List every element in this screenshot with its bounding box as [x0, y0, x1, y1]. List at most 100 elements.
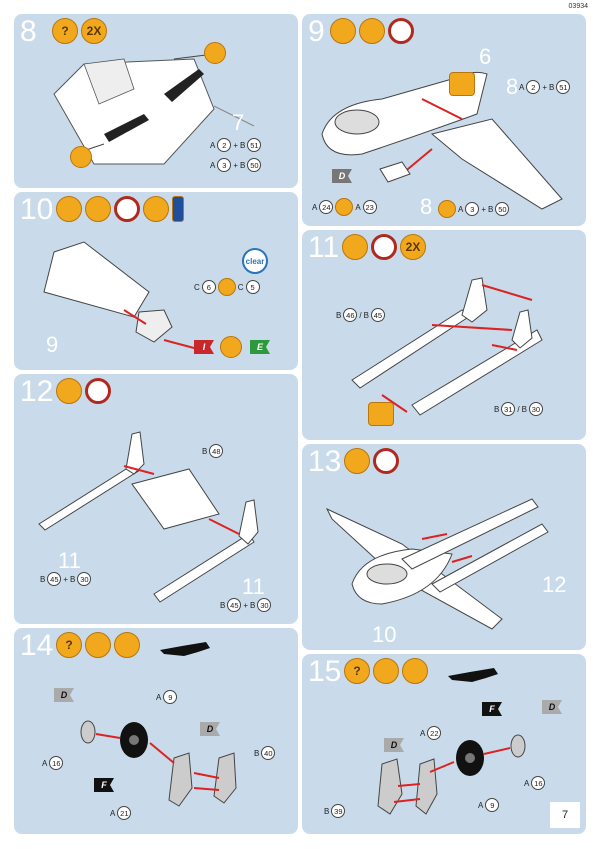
- glue-bottle-icon: [172, 196, 184, 222]
- brush-icon: [85, 632, 111, 658]
- brush-icon: [438, 200, 456, 218]
- clock-icon: [373, 448, 399, 474]
- brush-icon: [56, 378, 82, 404]
- step-number: 11: [308, 231, 340, 264]
- step-number: 14: [20, 629, 54, 662]
- part-callout: 9: [46, 332, 59, 357]
- brush-icon: [330, 18, 356, 44]
- part-callout: 8: [420, 194, 433, 219]
- step-icons: [56, 378, 111, 404]
- brush-icon: [220, 336, 242, 358]
- brush-icon: [70, 146, 92, 168]
- part-callout: 10: [372, 622, 397, 647]
- decal-flag-f: F: [94, 778, 114, 792]
- part-callout: 11: [58, 548, 81, 573]
- step-number: 9: [308, 15, 325, 48]
- step-icons: [56, 196, 184, 222]
- part-callout: 8: [506, 74, 519, 99]
- part-callout: 7: [232, 110, 245, 135]
- glue-bottle-icon: [449, 72, 475, 96]
- airbrush-icon: [114, 632, 140, 658]
- step-13-illustration: [325, 498, 549, 630]
- decal-flag-e: E: [250, 340, 270, 354]
- brush-icon: [204, 42, 226, 64]
- decal-flag-i: I: [194, 340, 214, 354]
- step-number: 15: [308, 655, 342, 688]
- clock-icon: [85, 378, 111, 404]
- plane-silhouette-icon: [448, 668, 498, 682]
- question-icon: ?: [52, 18, 78, 44]
- step-12-illustration: [38, 431, 259, 603]
- step-icons: ? 2X: [52, 18, 107, 44]
- airbrush-icon: [359, 18, 385, 44]
- clock-icon: [114, 196, 140, 222]
- brush-icon: [342, 234, 368, 260]
- step-11-illustration: [351, 277, 543, 416]
- plane-silhouette-icon: [160, 642, 210, 656]
- part-callout: 11: [242, 574, 265, 599]
- brush-icon: [373, 658, 399, 684]
- airbrush-icon: [402, 658, 428, 684]
- step-number: 13: [308, 445, 342, 478]
- step-number: 12: [20, 375, 54, 408]
- question-icon: ?: [344, 658, 370, 684]
- decal-flag-d: D: [200, 722, 220, 736]
- decal-flag-d: D: [54, 688, 74, 702]
- step-15-illustration: [377, 668, 526, 815]
- step-10-illustration: [43, 241, 210, 353]
- step-8-illustration: [53, 53, 255, 165]
- brush-icon: [56, 196, 82, 222]
- step-14-illustration: [80, 642, 237, 807]
- step-icons: ?: [344, 658, 428, 684]
- clock-icon: [371, 234, 397, 260]
- step-13-panel: 13 12 10: [302, 444, 586, 650]
- multiplier-badge: 2X: [400, 234, 426, 260]
- decal-flag-f: F: [482, 702, 502, 716]
- brush-icon: [344, 448, 370, 474]
- clear-badge: clear: [242, 248, 268, 274]
- brush-icon: [143, 196, 169, 222]
- decal-flag-d: D: [542, 700, 562, 714]
- clock-icon: [388, 18, 414, 44]
- part-callout: 12: [542, 572, 567, 597]
- multiplier-badge: 2X: [81, 18, 107, 44]
- question-icon: ?: [56, 632, 82, 658]
- decal-flag-d: D: [332, 169, 352, 183]
- brush-icon: [335, 198, 354, 216]
- step-icons: [344, 448, 399, 474]
- step-icons: ?: [56, 632, 140, 658]
- glue-bottle-icon: [368, 402, 394, 426]
- document-code: 03934: [568, 3, 588, 10]
- step-icons: 2X: [342, 234, 426, 260]
- airbrush-icon: [85, 196, 111, 222]
- decal-flag-d: D: [384, 738, 404, 752]
- brush-icon: [217, 278, 236, 296]
- step-number: 10: [20, 193, 54, 226]
- page-number: 7: [550, 802, 580, 828]
- part-callout: 6: [479, 44, 492, 69]
